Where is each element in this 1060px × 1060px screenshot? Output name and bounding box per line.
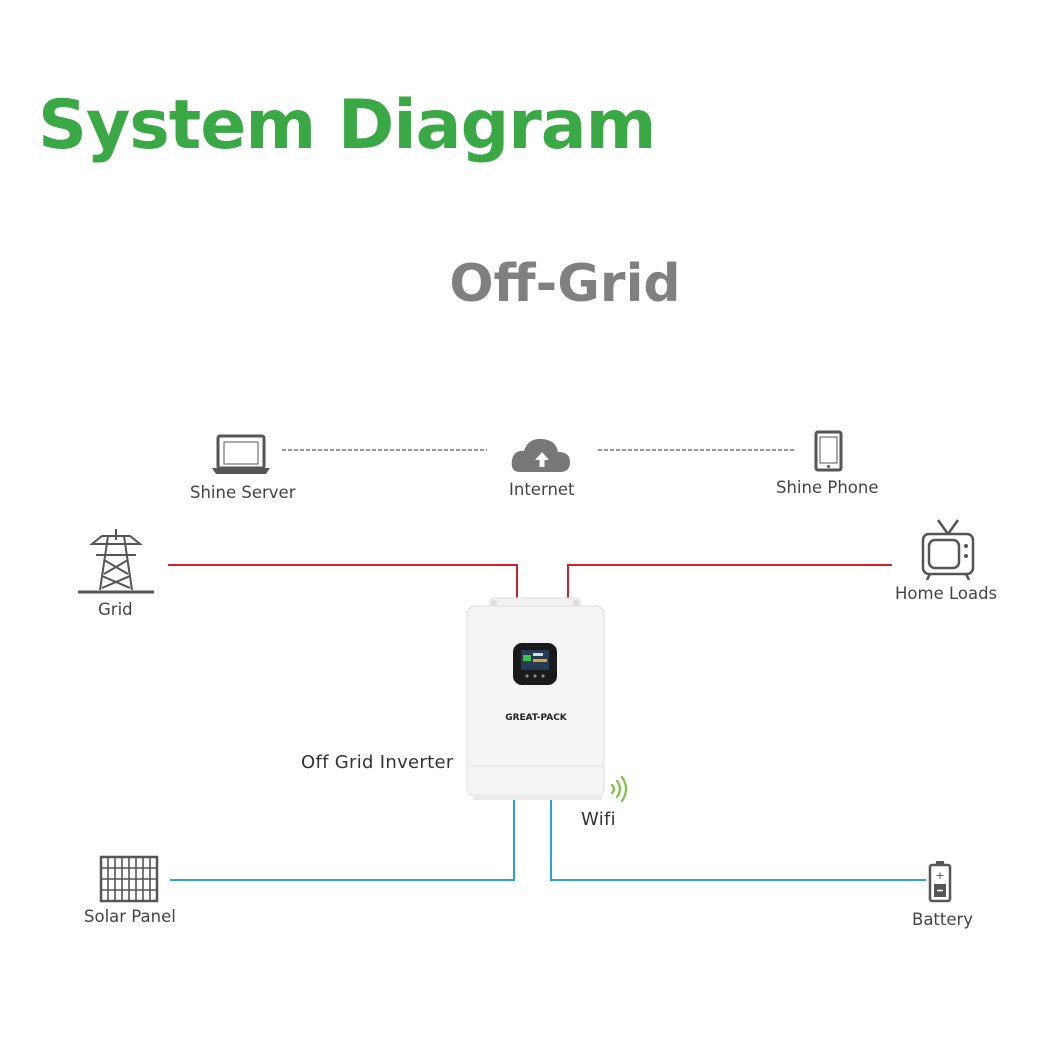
- solar-panel-icon: [99, 855, 159, 903]
- diagram-subtitle: Off-Grid: [449, 254, 681, 314]
- svg-text:+: +: [935, 869, 944, 882]
- solar-panel-label: Solar Panel: [84, 907, 176, 926]
- grid-label: Grid: [98, 600, 133, 619]
- inverter-label: Off Grid Inverter: [301, 752, 454, 773]
- internet-label: Internet: [509, 480, 575, 499]
- shine-phone-label: Shine Phone: [776, 478, 879, 497]
- grid-ac-line: [168, 564, 518, 598]
- battery-icon: +: [928, 861, 952, 903]
- tv-icon: [921, 519, 975, 581]
- inverter-icon: GREAT-PACK: [466, 597, 605, 800]
- smartphone-icon: [814, 430, 843, 472]
- laptop-icon: [212, 434, 270, 474]
- inverter-brand-label: GREAT-PACK: [505, 713, 568, 723]
- battery-label: Battery: [912, 910, 974, 929]
- home-loads-label: Home Loads: [895, 584, 998, 603]
- solar-dc-line: [170, 796, 515, 881]
- loads-ac-line: [567, 564, 892, 598]
- shine-server-label: Shine Server: [190, 483, 296, 502]
- wifi-icon: [610, 775, 628, 803]
- power-tower-icon: [78, 529, 154, 594]
- battery-dc-line: [550, 796, 926, 881]
- wifi-label: Wifi: [581, 809, 616, 830]
- cloud-upload-icon: [511, 438, 570, 472]
- page-title: System Diagram: [38, 86, 657, 165]
